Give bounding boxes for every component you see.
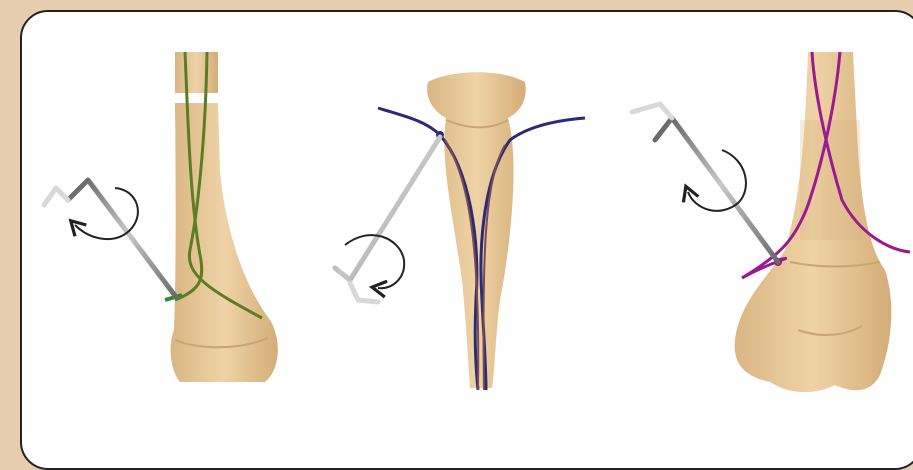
hex-key-icon: [632, 104, 778, 262]
hex-key-icon: [335, 137, 440, 302]
left-panel: [44, 52, 278, 382]
center-panel: [335, 72, 585, 390]
right-panel: [632, 52, 910, 392]
rotate-arrow-icon: [75, 188, 138, 239]
right-bone: [735, 52, 892, 392]
